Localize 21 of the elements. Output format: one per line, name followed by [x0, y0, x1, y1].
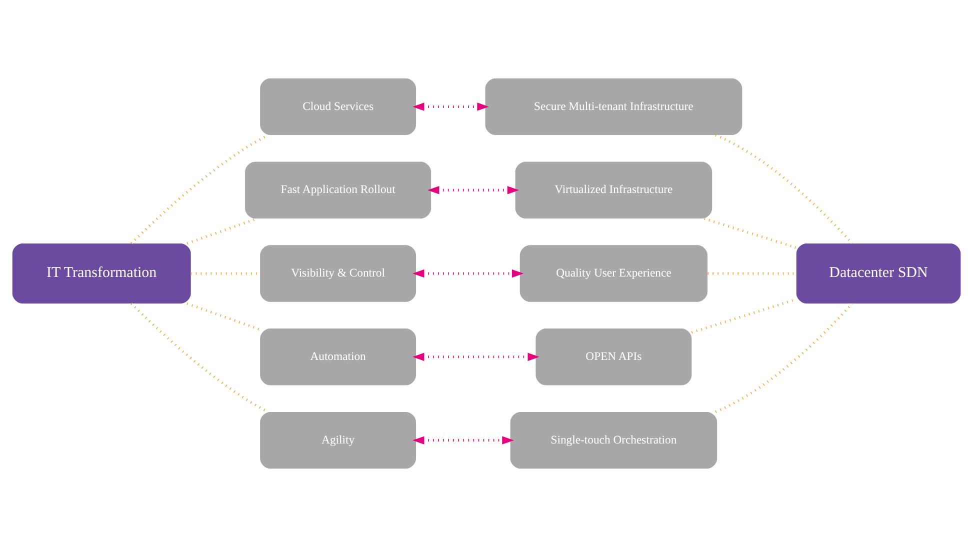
arrow	[412, 352, 540, 361]
node-box: OPEN APIs	[536, 328, 692, 386]
connector	[186, 302, 260, 331]
node-box: Secure Multi-tenant Infrastructure	[485, 78, 742, 136]
connector	[715, 302, 853, 413]
node-box: Cloud Services	[260, 78, 416, 136]
node-box: Visibility & Control	[260, 245, 416, 302]
node-box: Datacenter SDN	[796, 243, 961, 304]
node-box: Single-touch Orchestration	[510, 412, 718, 469]
arrow	[412, 436, 514, 444]
node-box: Agility	[260, 412, 416, 469]
node-box: IT Transformation	[12, 243, 191, 304]
node-box: Fast Application Rollout	[245, 162, 432, 218]
connector	[715, 134, 853, 244]
node-box: Automation	[260, 328, 416, 386]
arrow	[427, 186, 520, 194]
node-box: Virtualized Infrastructure	[515, 162, 712, 218]
arrow	[412, 102, 489, 111]
connector	[704, 217, 797, 249]
node-box: Quality User Experience	[520, 245, 708, 302]
arrow	[412, 269, 524, 278]
